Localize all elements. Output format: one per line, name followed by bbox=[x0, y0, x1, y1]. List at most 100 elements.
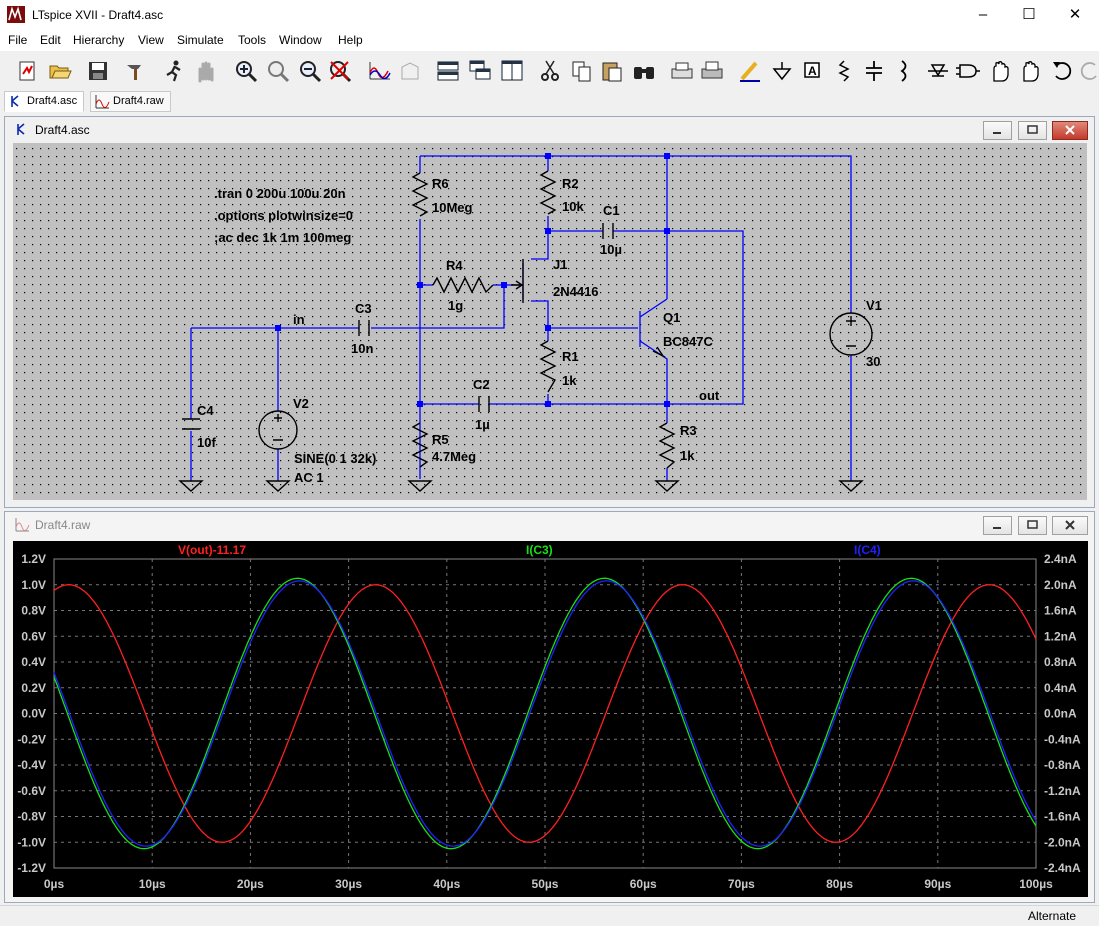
j1-name[interactable]: J1 bbox=[553, 257, 567, 272]
r4-name[interactable]: R4 bbox=[446, 258, 463, 273]
paste-icon[interactable] bbox=[600, 59, 624, 83]
y-tick-label-left: 1.0V bbox=[21, 578, 46, 592]
j1-value[interactable]: 2N4416 bbox=[553, 284, 599, 299]
open-icon[interactable] bbox=[48, 59, 72, 83]
v2-name[interactable]: V2 bbox=[293, 396, 309, 411]
ltspice-logo-icon bbox=[7, 6, 25, 23]
mdi-minimize-button[interactable] bbox=[983, 516, 1013, 535]
copy-icon[interactable] bbox=[570, 59, 594, 83]
maximize-button[interactable]: ☐ bbox=[1022, 6, 1036, 23]
y-tick-label-right: -0.4nA bbox=[1044, 732, 1081, 746]
print-setup-icon[interactable] bbox=[670, 59, 694, 83]
plot-3d-icon[interactable] bbox=[398, 59, 422, 83]
v1-name[interactable]: V1 bbox=[866, 298, 882, 313]
menu-simulate[interactable]: Simulate bbox=[177, 33, 224, 47]
directive-ac-comment[interactable]: ;ac dec 1k 1m 100meg bbox=[214, 230, 351, 245]
halt-icon[interactable] bbox=[194, 59, 218, 83]
tab-draft4-raw[interactable]: Draft4.raw bbox=[90, 91, 171, 112]
r4-value[interactable]: 1g bbox=[448, 298, 463, 313]
mdi-close-button[interactable] bbox=[1052, 516, 1088, 535]
q1-value[interactable]: BC847C bbox=[663, 334, 713, 349]
directive-tran[interactable]: .tran 0 200u 100u 20n bbox=[214, 186, 346, 201]
control-panel-icon[interactable] bbox=[124, 59, 148, 83]
save-icon[interactable] bbox=[86, 59, 110, 83]
label-net-icon[interactable]: A bbox=[800, 59, 824, 83]
r3-value[interactable]: 1k bbox=[680, 448, 695, 463]
schematic-icon bbox=[11, 95, 19, 107]
zoom-in-icon[interactable] bbox=[234, 59, 258, 83]
print-icon[interactable] bbox=[700, 59, 724, 83]
q1-name[interactable]: Q1 bbox=[663, 310, 680, 325]
r5-value[interactable]: 4.7Meg bbox=[432, 449, 476, 464]
r6-name[interactable]: R6 bbox=[432, 176, 449, 191]
r2-name[interactable]: R2 bbox=[562, 176, 579, 191]
inductor-icon[interactable] bbox=[892, 59, 916, 83]
menu-help[interactable]: Help bbox=[338, 33, 363, 47]
menu-hierarchy[interactable]: Hierarchy bbox=[73, 33, 125, 47]
r6-value[interactable]: 10Meg bbox=[432, 200, 473, 215]
draw-wire-icon[interactable] bbox=[738, 59, 762, 83]
waveform-window-title: Draft4.raw bbox=[35, 518, 91, 532]
x-tick-label: 20µs bbox=[237, 877, 264, 891]
r1-value[interactable]: 1k bbox=[562, 373, 577, 388]
diode-icon[interactable] bbox=[926, 59, 950, 83]
y-tick-label-left: 0.2V bbox=[21, 681, 46, 695]
net-label-out[interactable]: out bbox=[699, 388, 720, 403]
v2-value[interactable]: SINE(0 1 32k) bbox=[294, 451, 376, 466]
zoom-full-icon[interactable] bbox=[266, 59, 290, 83]
mdi-close-button[interactable] bbox=[1052, 121, 1088, 140]
component-icon[interactable] bbox=[956, 59, 980, 83]
menu-file[interactable]: File bbox=[8, 33, 28, 47]
c1-value[interactable]: 10µ bbox=[600, 242, 622, 257]
r3-name[interactable]: R3 bbox=[680, 423, 697, 438]
close-button[interactable]: ✕ bbox=[1068, 6, 1082, 23]
y-tick-label-right: -0.8nA bbox=[1044, 758, 1081, 772]
c2-name[interactable]: C2 bbox=[473, 377, 490, 392]
r5-name[interactable]: R5 bbox=[432, 432, 449, 447]
v2-ac[interactable]: AC 1 bbox=[294, 470, 324, 485]
c4-value[interactable]: 10f bbox=[197, 435, 216, 450]
drag-icon[interactable] bbox=[1018, 59, 1042, 83]
c2-value[interactable]: 1µ bbox=[475, 417, 490, 432]
capacitor-icon[interactable] bbox=[862, 59, 886, 83]
schematic-canvas[interactable]: .tran 0 200u 100u 20n .options plotwinsi… bbox=[13, 143, 1087, 500]
minimize-button[interactable]: – bbox=[978, 6, 988, 23]
c3-value[interactable]: 10n bbox=[351, 341, 373, 356]
cut-icon[interactable] bbox=[538, 59, 562, 83]
net-label-in[interactable]: in bbox=[293, 312, 305, 327]
schematic-icon bbox=[17, 123, 25, 135]
tile-vertical-icon[interactable] bbox=[500, 59, 524, 83]
find-icon[interactable] bbox=[632, 59, 656, 83]
menu-edit[interactable]: Edit bbox=[40, 33, 61, 47]
c1-name[interactable]: C1 bbox=[603, 203, 620, 218]
y-tick-label-right: 0.8nA bbox=[1044, 655, 1077, 669]
undo-icon[interactable] bbox=[1050, 59, 1074, 83]
c4-name[interactable]: C4 bbox=[197, 403, 214, 418]
zoom-cancel-icon[interactable] bbox=[328, 59, 352, 83]
redo-icon[interactable] bbox=[1078, 59, 1099, 83]
ground-icon[interactable] bbox=[770, 59, 794, 83]
v1-value[interactable]: 30 bbox=[866, 354, 880, 369]
move-icon[interactable] bbox=[988, 59, 1012, 83]
mdi-restore-button[interactable] bbox=[1017, 516, 1047, 535]
menu-view[interactable]: View bbox=[138, 33, 164, 47]
r1-name[interactable]: R1 bbox=[562, 349, 579, 364]
y-tick-label-left: 0.4V bbox=[21, 655, 46, 669]
zoom-out-icon[interactable] bbox=[298, 59, 322, 83]
y-tick-label-right: -1.2nA bbox=[1044, 784, 1081, 798]
mdi-restore-button[interactable] bbox=[1017, 121, 1047, 140]
run-icon[interactable] bbox=[162, 59, 186, 83]
menu-tools[interactable]: Tools bbox=[238, 33, 267, 47]
directive-options[interactable]: .options plotwinsize=0 bbox=[214, 208, 353, 223]
resistor-icon[interactable] bbox=[832, 59, 856, 83]
new-schematic-icon[interactable] bbox=[16, 59, 40, 83]
c3-name[interactable]: C3 bbox=[355, 301, 372, 316]
autorange-icon[interactable] bbox=[368, 59, 392, 83]
mdi-minimize-button[interactable] bbox=[983, 121, 1013, 140]
tile-horizontal-icon[interactable] bbox=[436, 59, 460, 83]
tab-draft4-asc[interactable]: Draft4.asc bbox=[4, 91, 85, 112]
r2-value[interactable]: 10k bbox=[562, 199, 584, 214]
cascade-icon[interactable] bbox=[468, 59, 492, 83]
menu-window[interactable]: Window bbox=[279, 33, 322, 47]
